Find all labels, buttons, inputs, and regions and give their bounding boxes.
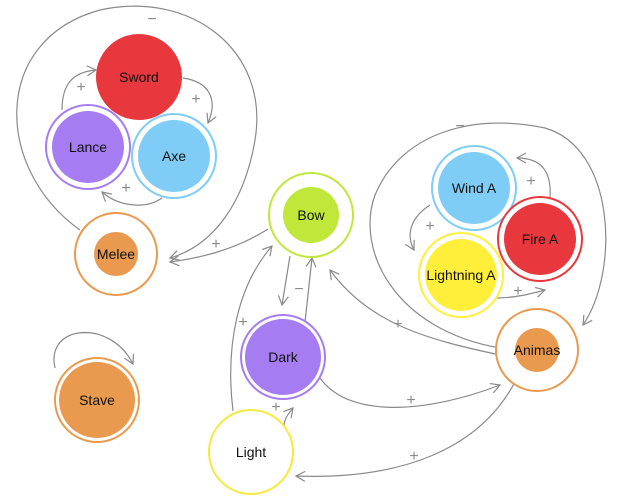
wind-lightning-edge <box>405 204 431 252</box>
sign-fire-wind: + <box>526 173 535 190</box>
node-wind: Wind A <box>431 145 517 231</box>
node-sword: Sword <box>96 34 182 120</box>
node-lightning: Lightning A <box>418 232 504 318</box>
stave-loop-edge <box>53 331 135 369</box>
dark-up-bow-edge <box>304 256 317 323</box>
node-melee-label: Melee <box>97 246 135 262</box>
animas-light-edge <box>294 379 517 482</box>
bow-core <box>283 187 339 243</box>
sign-dark-animas: + <box>406 392 415 409</box>
node-animas: Animas <box>495 308 579 392</box>
node-bow-label: Bow <box>297 207 325 223</box>
melee-core <box>94 232 138 276</box>
node-axe: Axe <box>131 113 217 199</box>
node-fire-label: Fire A <box>522 231 559 247</box>
lance-core <box>52 111 124 183</box>
node-fire: Fire A <box>497 196 583 282</box>
light-bow-edge <box>230 245 273 412</box>
sign-bow-melee: + <box>211 236 220 253</box>
dark-core <box>245 319 321 395</box>
sign-wind-lightning: + <box>425 218 434 235</box>
lance-sword-edge <box>61 65 98 111</box>
node-dark-label: Dark <box>268 349 299 365</box>
melee-loop-edge <box>16 5 258 261</box>
sign-dark-bow: − <box>294 281 303 298</box>
node-dark: Dark <box>240 314 326 400</box>
fire-core <box>504 203 576 275</box>
light-dark-edge <box>283 407 294 426</box>
axe-core <box>138 120 210 192</box>
dark-bow-edge <box>277 255 291 307</box>
node-light: Light <box>208 409 294 495</box>
stave-core <box>59 362 135 438</box>
animas-bow-edge <box>329 269 501 356</box>
sign-animas-loop: − <box>455 118 464 135</box>
node-lightning-label: Lightning A <box>426 267 496 283</box>
sign-light-bow: + <box>238 314 247 331</box>
node-stave: Stave <box>54 357 140 443</box>
light-ring <box>208 409 294 495</box>
axe-lance-edge <box>101 191 163 206</box>
animas-loop-edge <box>369 122 607 349</box>
sign-lightning-fire: + <box>513 283 522 300</box>
lightning-core <box>425 239 497 311</box>
sign-melee-loop: − <box>147 11 156 28</box>
sign-animas-bow: + <box>393 316 402 333</box>
sword-core <box>103 41 175 113</box>
node-lance-label: Lance <box>69 139 107 155</box>
sign-light-dark: + <box>271 399 280 416</box>
sign-axe-lance: + <box>121 180 130 197</box>
wind-core <box>438 152 510 224</box>
node-light-label: Light <box>236 444 266 460</box>
node-lance: Lance <box>45 104 131 190</box>
node-bow: Bow <box>268 172 354 258</box>
sign-animas-light: + <box>409 448 418 465</box>
lightning-fire-edge <box>494 286 547 299</box>
node-sword-label: Sword <box>119 69 159 85</box>
sign-stave-loop: − <box>79 325 88 342</box>
node-animas-label: Animas <box>514 342 561 358</box>
sign-lance-sword: + <box>76 79 85 96</box>
node-wind-label: Wind A <box>452 180 497 196</box>
node-stave-label: Stave <box>79 392 115 408</box>
sword-axe-edge <box>182 77 217 125</box>
bow-melee-edge <box>168 228 269 267</box>
node-axe-label: Axe <box>162 148 186 164</box>
fire-wind-edge <box>515 152 551 199</box>
sign-sword-axe: + <box>191 91 200 108</box>
animas-core <box>515 328 559 372</box>
dark-animas-edge <box>319 377 502 408</box>
node-melee: Melee <box>74 212 158 296</box>
